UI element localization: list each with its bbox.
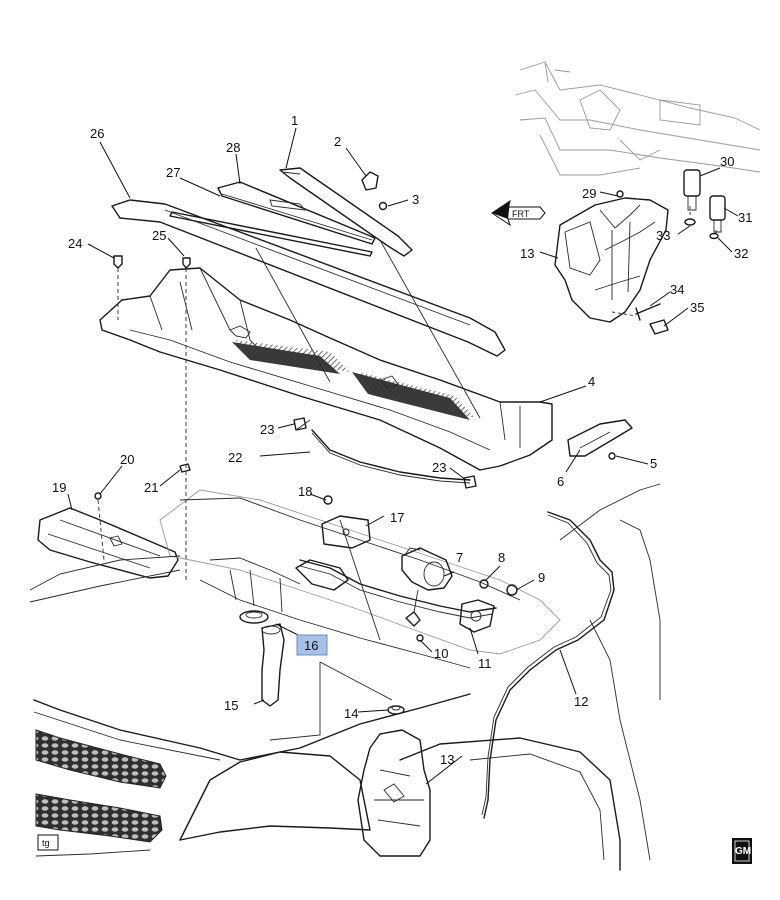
corner-tag: tg bbox=[37, 834, 59, 851]
callout-23-upper: 23 bbox=[260, 422, 274, 437]
callout-4: 4 bbox=[588, 374, 595, 389]
callout-leader-lines bbox=[67, 127, 739, 785]
callout-24: 24 bbox=[68, 236, 82, 251]
callout-3: 3 bbox=[412, 192, 419, 207]
callout-8: 8 bbox=[498, 550, 505, 565]
front-direction-arrow: FRT bbox=[491, 199, 546, 227]
callout-13-inset: 13 bbox=[520, 246, 534, 261]
inset-reservoir-view bbox=[514, 61, 761, 335]
vehicle-front-end bbox=[29, 483, 661, 871]
corner-tag-label: tg bbox=[42, 838, 50, 848]
callout-29: 29 bbox=[582, 186, 596, 201]
callout-5: 5 bbox=[650, 456, 657, 471]
gm-logo-text: GM bbox=[735, 846, 751, 857]
callout-33: 33 bbox=[656, 228, 670, 243]
callout-25: 25 bbox=[152, 228, 166, 243]
callout-17: 17 bbox=[390, 510, 404, 525]
callout-16-highlight-box bbox=[296, 634, 328, 656]
washer-hose bbox=[481, 511, 615, 819]
wiper-assemblies bbox=[111, 167, 506, 357]
callout-13: 13 bbox=[440, 752, 454, 767]
callout-labels: 1 2 3 4 5 6 7 8 9 10 11 12 13 13 14 15 1… bbox=[52, 113, 752, 767]
callout-28: 28 bbox=[226, 140, 240, 155]
callout-27: 27 bbox=[166, 165, 180, 180]
callout-32: 32 bbox=[734, 246, 748, 261]
callout-35: 35 bbox=[690, 300, 704, 315]
callout-23-lower: 23 bbox=[432, 460, 446, 475]
callout-1: 1 bbox=[291, 113, 298, 128]
callout-31: 31 bbox=[738, 210, 752, 225]
callout-14: 14 bbox=[344, 706, 358, 721]
lower-plenum-assembly bbox=[159, 489, 561, 669]
callout-21: 21 bbox=[144, 480, 158, 495]
callout-10: 10 bbox=[434, 646, 448, 661]
washer-filler-and-reservoir bbox=[239, 610, 431, 857]
callout-30: 30 bbox=[720, 154, 734, 169]
callout-15: 15 bbox=[224, 698, 238, 713]
callout-16: 16 bbox=[304, 638, 318, 653]
callout-26: 26 bbox=[90, 126, 104, 141]
air-inlet-grille-panel bbox=[99, 267, 553, 471]
callout-6: 6 bbox=[557, 474, 564, 489]
callout-11: 11 bbox=[478, 656, 492, 671]
front-arrow-label: FRT bbox=[512, 209, 530, 219]
callout-34: 34 bbox=[670, 282, 684, 297]
callout-12: 12 bbox=[574, 694, 588, 709]
callout-22: 22 bbox=[228, 450, 242, 465]
callout-7: 7 bbox=[456, 550, 463, 565]
callout-19: 19 bbox=[52, 480, 66, 495]
callout-20: 20 bbox=[120, 452, 134, 467]
cowl-side-brackets bbox=[37, 255, 633, 579]
callout-2: 2 bbox=[334, 134, 341, 149]
callout-9: 9 bbox=[538, 570, 545, 585]
callout-18: 18 bbox=[298, 484, 312, 499]
alignment-lines bbox=[97, 239, 481, 641]
callout-16-highlighted: 16 bbox=[296, 634, 328, 656]
gm-logo: GM bbox=[732, 838, 752, 864]
